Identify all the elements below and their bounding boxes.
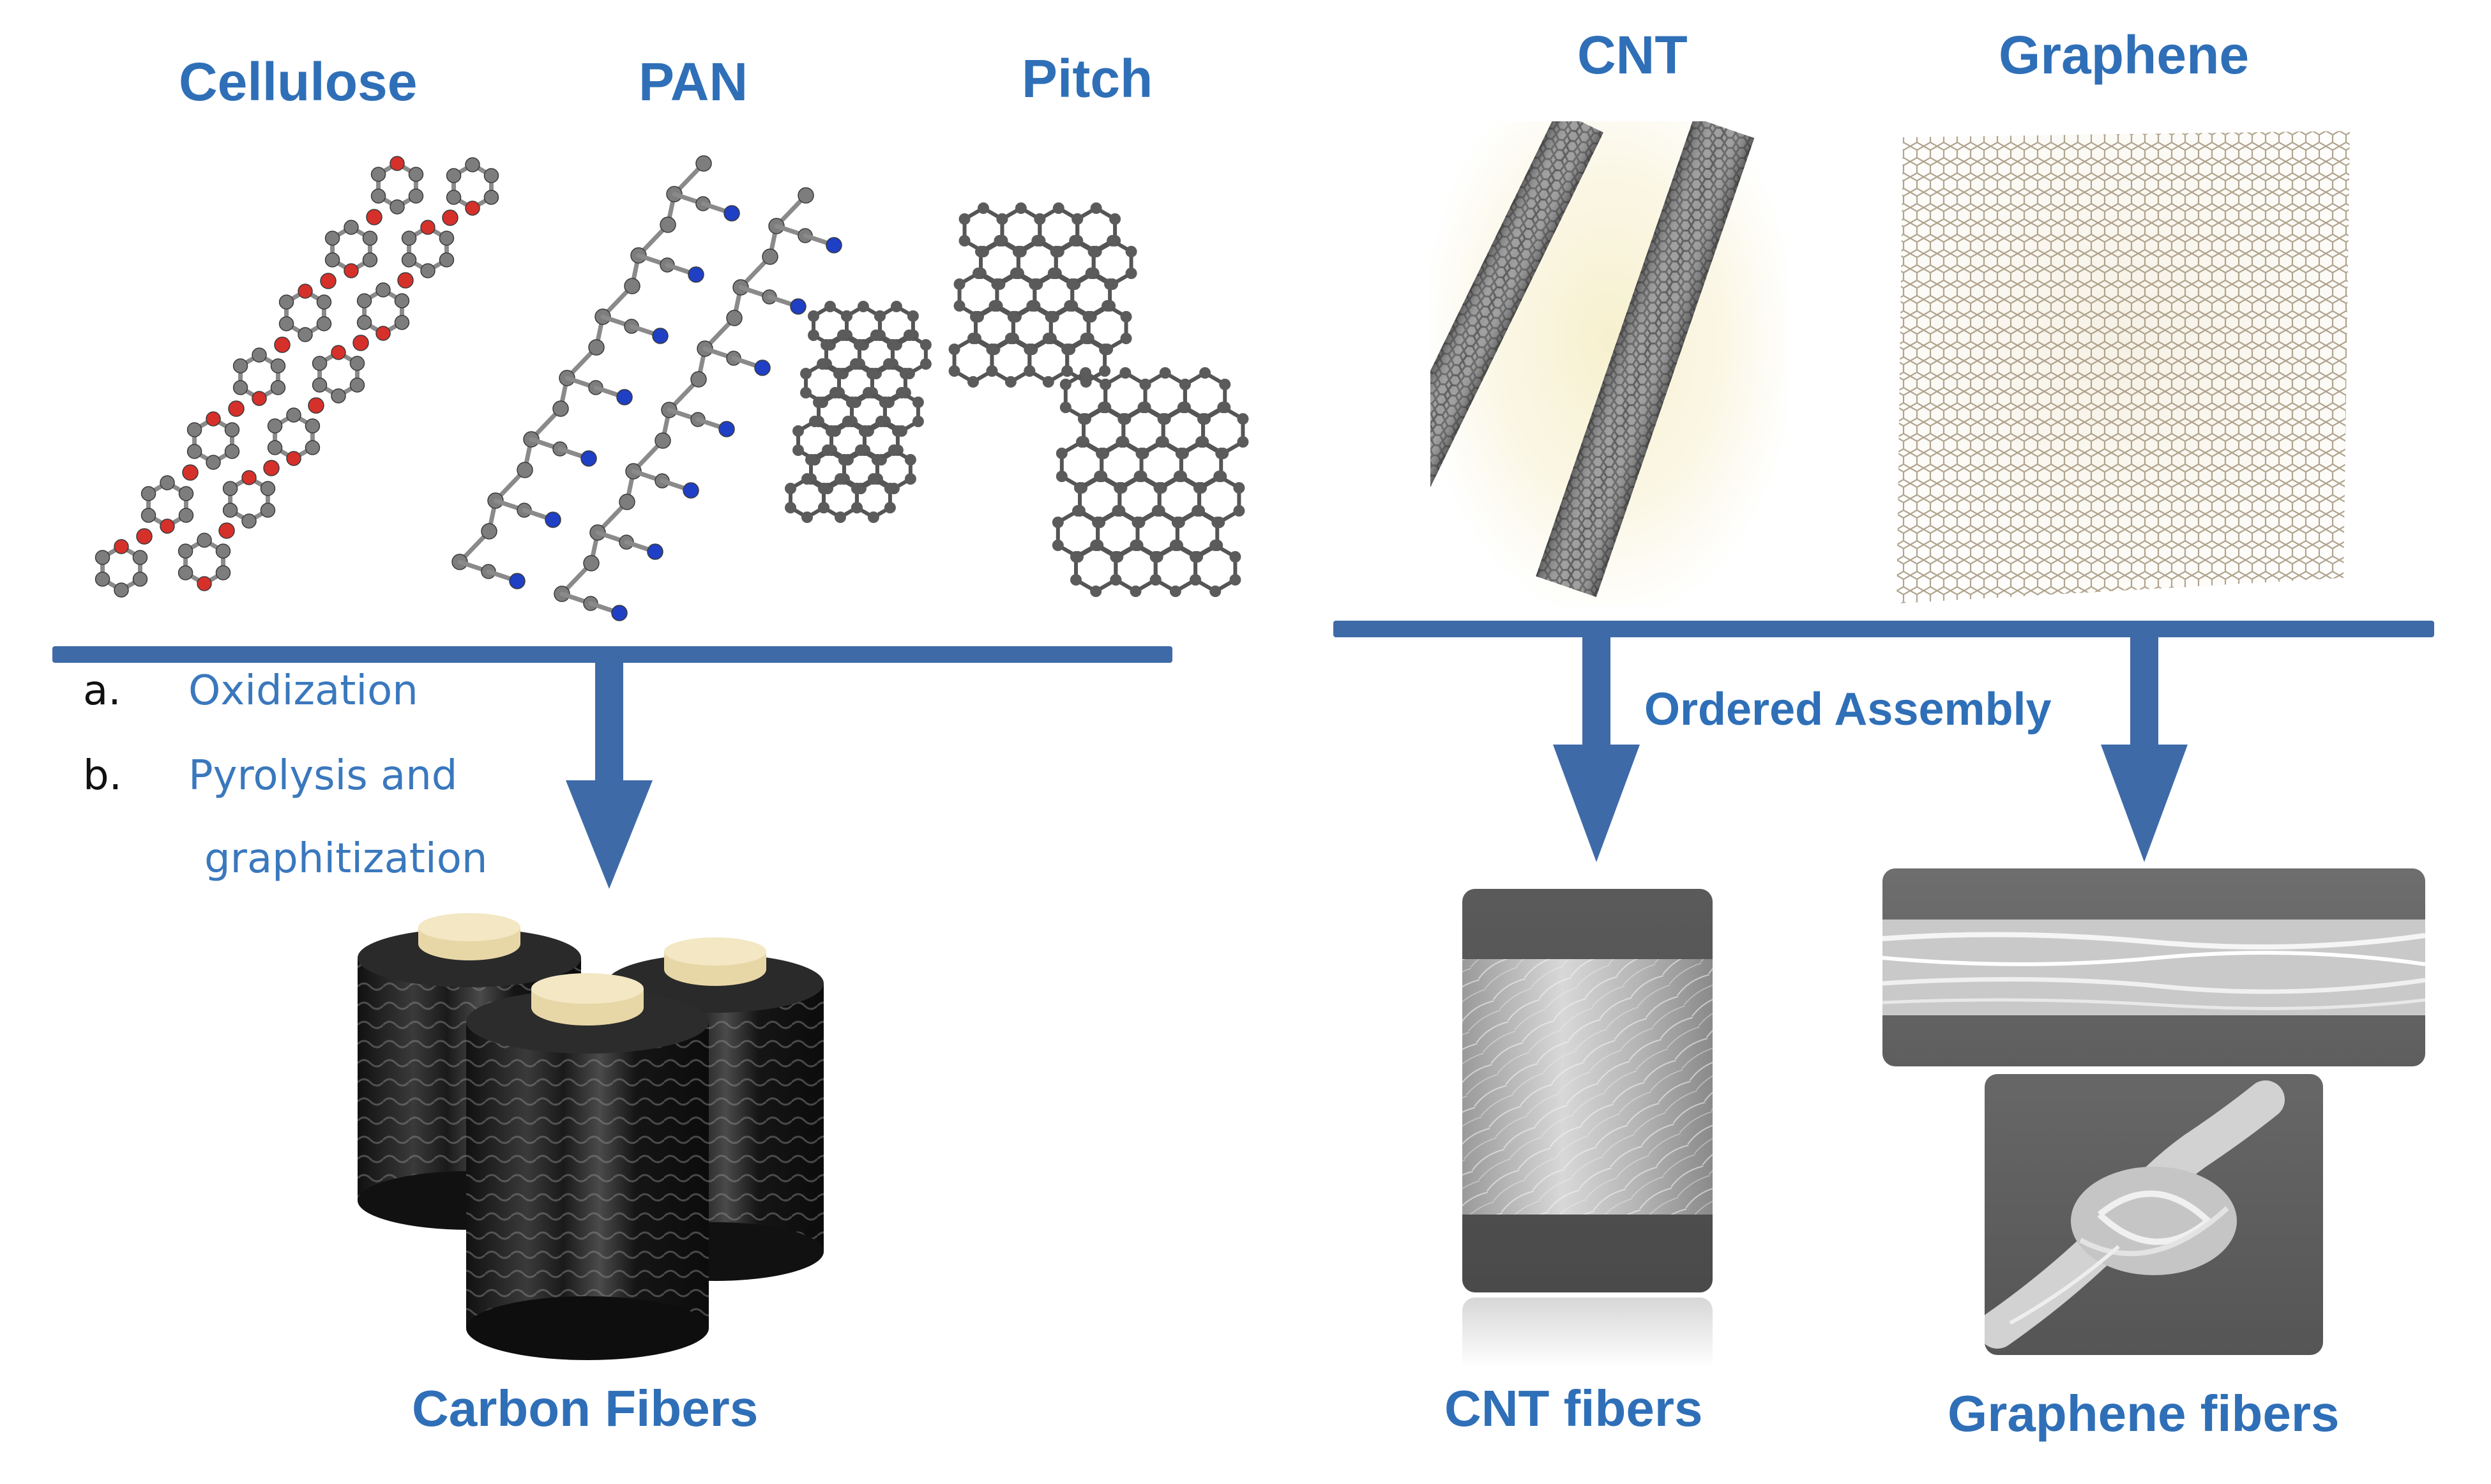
cellulose-molecule	[95, 156, 499, 598]
step-b-letter: b.	[83, 752, 122, 799]
graphene-fibers-label: Graphene fibers	[1948, 1385, 2340, 1442]
spool-front	[466, 973, 709, 1360]
step-a-letter: a.	[83, 667, 121, 715]
cnt-fiber-sem-image	[1462, 889, 1713, 1292]
carbon-arrow	[566, 658, 653, 889]
cnt-illustration	[1430, 121, 1788, 607]
cnt-sem-reflection	[1462, 1298, 1713, 1368]
cellulose-title: Cellulose	[179, 52, 418, 112]
right-process-bar	[1333, 621, 2434, 637]
cnt-title: CNT	[1577, 25, 1688, 85]
graphene-illustration	[1890, 131, 2363, 610]
graphene-fiber-sem-image-top	[1882, 868, 2425, 1066]
cnt-fibers-label: CNT fibers	[1444, 1380, 1703, 1437]
step-b-text: Pyrolysis and	[188, 752, 458, 799]
ordered-assembly-label: Ordered Assembly	[1644, 684, 2052, 735]
pan-molecule	[451, 155, 842, 621]
graphene-title: Graphene	[1999, 25, 2250, 85]
carbon-fibers-label: Carbon Fibers	[412, 1380, 759, 1437]
pitch-title: Pitch	[1022, 49, 1153, 109]
step-b-text-cont: graphitization	[204, 835, 488, 882]
pan-title: PAN	[639, 52, 748, 112]
pitch-molecule	[785, 202, 1249, 597]
graphene-fiber-sem-image-knot	[1985, 1074, 2323, 1355]
graphene-arrow	[2101, 633, 2188, 862]
step-a-text: Oxidization	[188, 667, 418, 715]
cnt-arrow	[1553, 633, 1640, 862]
